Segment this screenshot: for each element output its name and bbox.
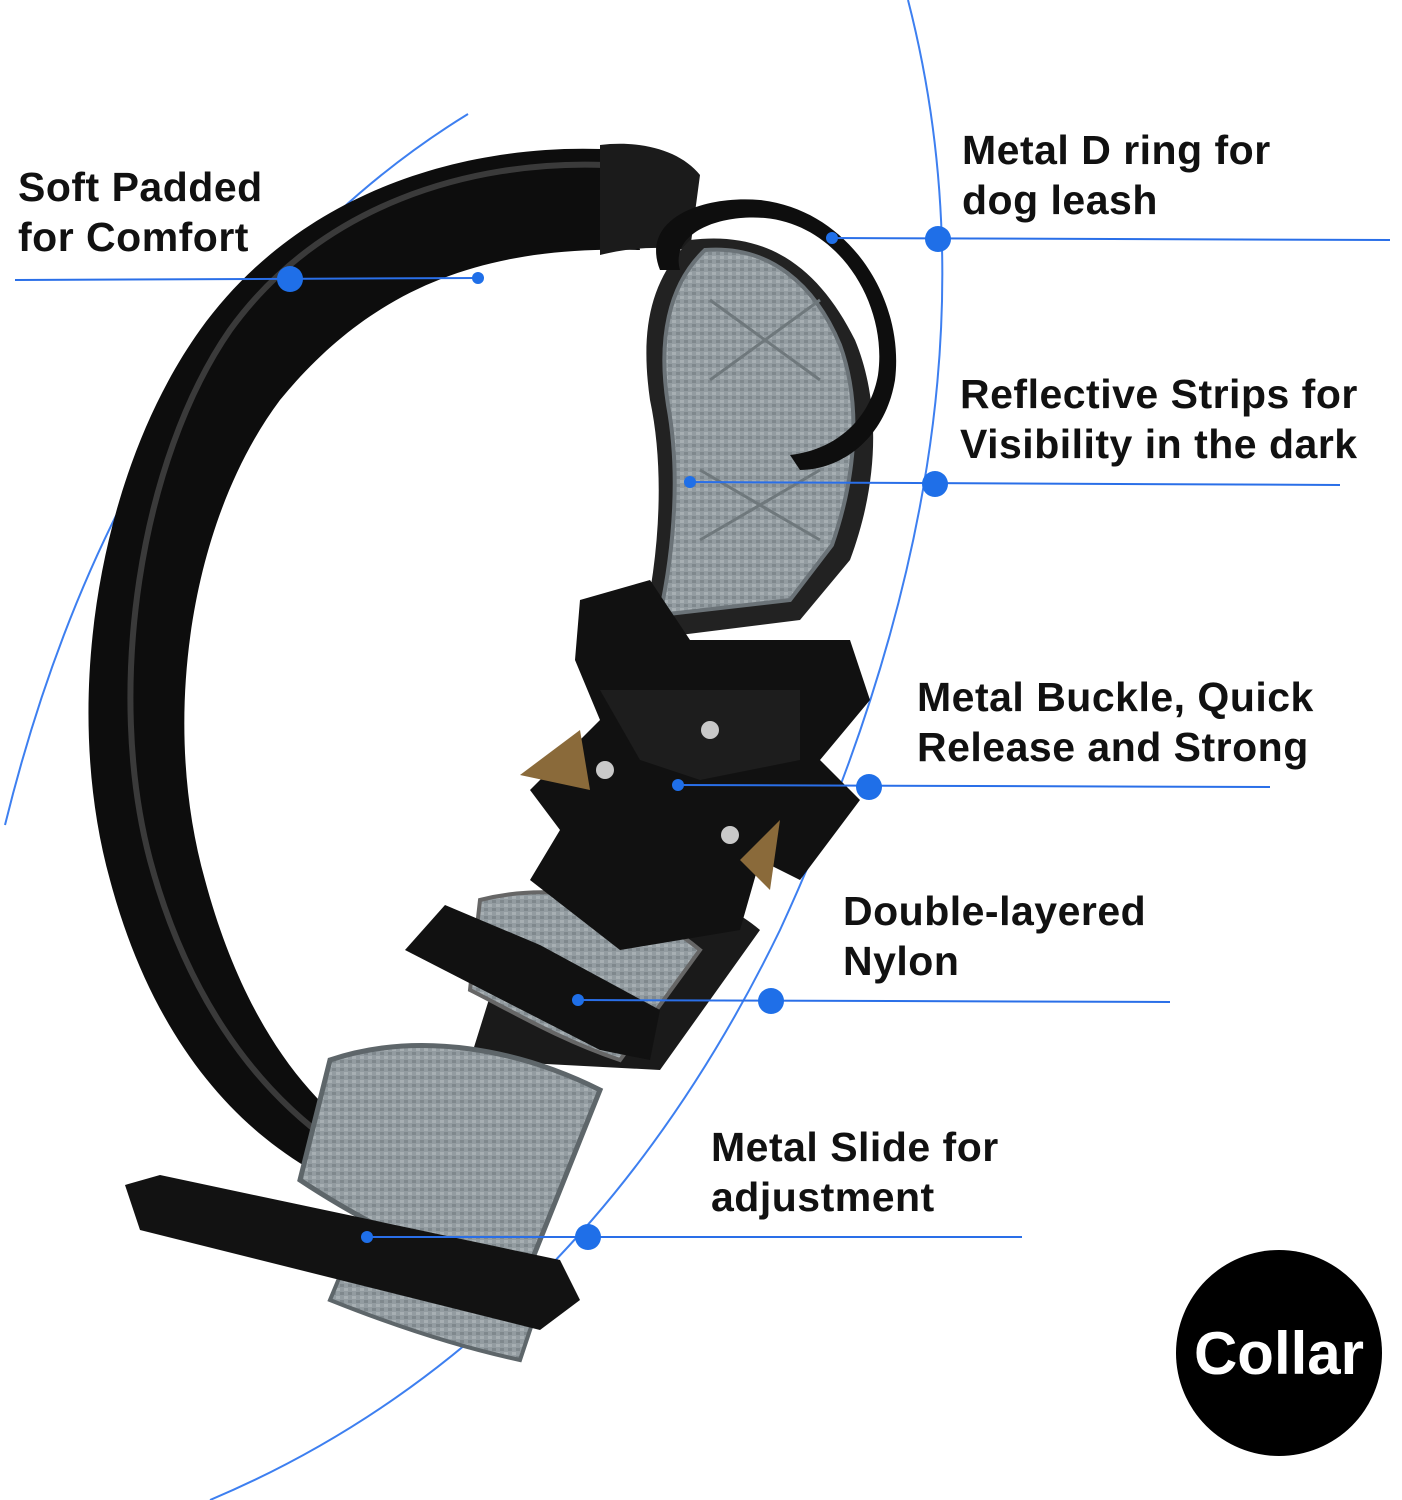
callout-buckle: Metal Buckle, Quick Release and Strong xyxy=(917,672,1314,772)
callout-buckle-line2: Release and Strong xyxy=(917,724,1309,770)
dot-soft-padded xyxy=(277,266,303,292)
callout-soft-padded: Soft Padded for Comfort xyxy=(18,162,263,262)
callout-slide: Metal Slide for adjustment xyxy=(711,1122,999,1222)
callout-d-ring: Metal D ring for dog leash xyxy=(962,125,1271,225)
dot-slide xyxy=(575,1224,601,1250)
callout-reflective-line2: Visibility in the dark xyxy=(960,421,1358,467)
dot-buckle xyxy=(856,774,882,800)
callout-buckle-line1: Metal Buckle, Quick xyxy=(917,674,1314,720)
callout-d-ring-line1: Metal D ring for xyxy=(962,127,1271,173)
callout-lines xyxy=(14,237,1391,1238)
callout-nylon-line1: Double-layered xyxy=(843,888,1147,934)
callout-slide-line2: adjustment xyxy=(711,1174,935,1220)
dot-reflective-end xyxy=(684,476,696,488)
keeper-loop xyxy=(405,905,660,1060)
d-ring xyxy=(656,199,897,470)
dot-nylon xyxy=(758,988,784,1014)
collar-badge: Collar xyxy=(1176,1250,1382,1456)
callout-slide-line1: Metal Slide for xyxy=(711,1124,999,1170)
callout-nylon: Double-layered Nylon xyxy=(843,886,1146,986)
dot-d-ring-end xyxy=(826,232,838,244)
callout-reflective: Reflective Strips for Visibility in the … xyxy=(960,369,1358,469)
collar-badge-text: Collar xyxy=(1193,1319,1365,1387)
callout-soft-padded-line2: for Comfort xyxy=(18,214,249,260)
dot-reflective xyxy=(922,471,948,497)
callout-dots xyxy=(277,226,951,1250)
callout-d-ring-line2: dog leash xyxy=(962,177,1158,223)
dot-slide-end xyxy=(361,1231,373,1243)
dot-nylon-end xyxy=(572,994,584,1006)
dot-soft-padded-end xyxy=(472,272,484,284)
callout-nylon-line2: Nylon xyxy=(843,938,960,984)
metal-buckle xyxy=(520,580,870,950)
dot-d-ring xyxy=(925,226,951,252)
guide-arc-right xyxy=(209,0,944,1500)
metal-slide xyxy=(125,1175,580,1330)
callout-soft-padded-line1: Soft Padded xyxy=(18,164,263,210)
callout-reflective-line1: Reflective Strips for xyxy=(960,371,1358,417)
dot-buckle-end xyxy=(672,779,684,791)
